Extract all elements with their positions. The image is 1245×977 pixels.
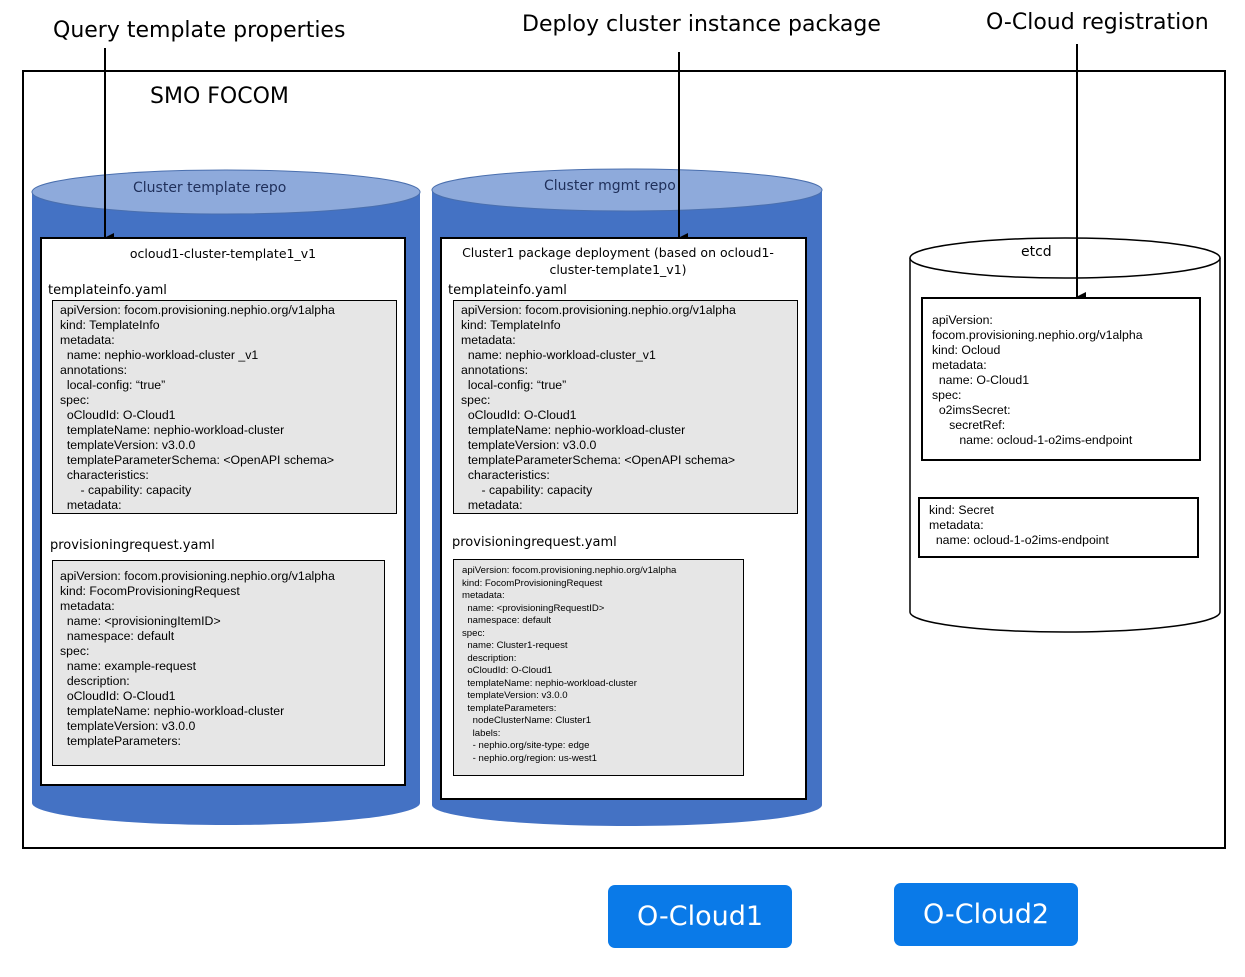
mgmt-provisioningrequest-code: apiVersion: focom.provisioning.nephio.or… [453, 559, 744, 776]
template-templateinfo-code: apiVersion: focom.provisioning.nephio.or… [52, 300, 397, 514]
template-templateinfo-label: templateinfo.yaml [48, 283, 167, 298]
deploy-package-label: Deploy cluster instance package [522, 12, 881, 37]
smo-focom-title: SMO FOCOM [150, 84, 289, 109]
mgmt-templateinfo-code: apiVersion: focom.provisioning.nephio.or… [453, 300, 798, 514]
cluster-mgmt-repo-title: Cluster mgmt repo [544, 178, 676, 194]
smo-focom-frame [22, 70, 1226, 849]
query-template-label: Query template properties [53, 18, 346, 43]
ocloud-registration-label: O-Cloud registration [986, 10, 1209, 35]
cluster1-deployment-title: Cluster1 package deployment (based on oc… [462, 245, 774, 277]
cluster-template-repo-title: Cluster template repo [133, 180, 287, 196]
template-package-title: ocloud1-cluster-template1_v1 [129, 246, 317, 261]
ocloud2-button[interactable]: O-Cloud2 [894, 883, 1078, 946]
mgmt-provisioningrequest-label: provisioningrequest.yaml [452, 535, 617, 550]
secret-resource-box: kind: Secret metadata: name: ocloud-1-o2… [918, 497, 1199, 558]
template-provisioningrequest-label: provisioningrequest.yaml [50, 538, 215, 553]
mgmt-templateinfo-label: templateinfo.yaml [448, 283, 567, 298]
ocloud1-button[interactable]: O-Cloud1 [608, 885, 792, 948]
template-provisioningrequest-code: apiVersion: focom.provisioning.nephio.or… [52, 560, 385, 766]
ocloud-resource-box: apiVersion: focom.provisioning.nephio.or… [921, 297, 1201, 461]
etcd-title: etcd [1021, 244, 1052, 260]
